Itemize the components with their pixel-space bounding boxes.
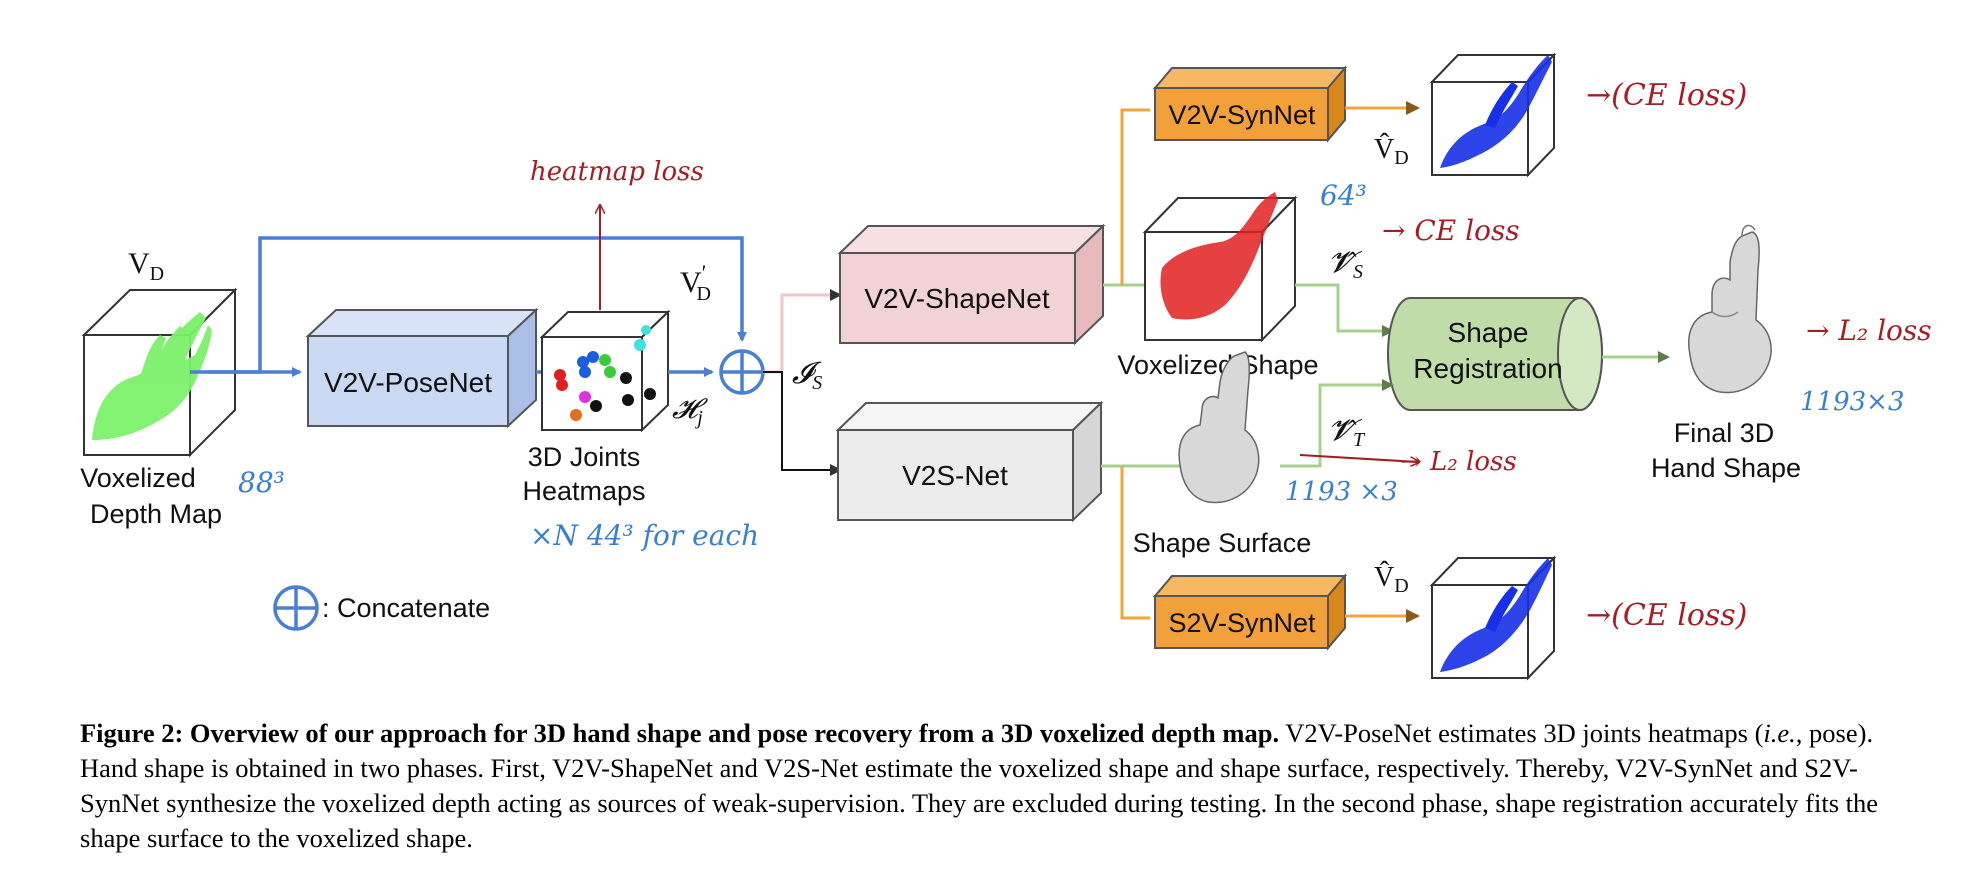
pipeline-diagram: VD Voxelized Depth Map 88³ V2V-PoseNet 𝓗… <box>80 52 1932 681</box>
size-1193-final-annotation: 1193×3 <box>1800 387 1905 417</box>
svg-text:3D Joints: 3D Joints <box>528 442 641 472</box>
concatenate-symbol <box>719 349 765 395</box>
ce-loss-top-annotation: →(CE loss) <box>1586 78 1747 113</box>
posenet-block <box>305 307 539 429</box>
svg-text:V̂D: V̂D <box>1374 562 1409 597</box>
s2v-synnet-block <box>1152 573 1348 651</box>
caption-text: Figure 2: Overview of our approach for 3… <box>80 718 1879 853</box>
shape-registration-cylinder <box>1387 297 1603 411</box>
shapenet-label: V2V-ShapeNet <box>864 283 1049 314</box>
svg-text:Heatmaps: Heatmaps <box>522 476 645 506</box>
shapenet-block <box>837 223 1106 346</box>
v2v-synnet-label: V2V-SynNet <box>1168 100 1316 130</box>
caption-title: Figure 2: Overview of our approach for 3… <box>80 718 1280 748</box>
v2snet-label: V2S-Net <box>902 460 1008 491</box>
s2v-synnet-label: S2V-SynNet <box>1168 608 1316 638</box>
v2v-synnet-block <box>1152 65 1348 143</box>
svg-text:V′D: V′D <box>680 260 711 305</box>
figure-caption: Figure 2: Overview of our approach for 3… <box>80 716 1880 856</box>
l2-loss-vt-annotation: → L₂ loss <box>1400 447 1517 477</box>
shape-surface-label: Shape Surface <box>1133 528 1312 558</box>
heatmap-loss-annotation: heatmap loss <box>530 157 704 187</box>
l2-loss-final-annotation: → L₂ loss <box>1806 314 1932 347</box>
svg-text:Hand Shape: Hand Shape <box>1651 453 1801 483</box>
size-1193-surface-annotation: 1193 ×3 <box>1285 477 1398 507</box>
svg-text:𝓥̂T: 𝓥̂T <box>1328 414 1366 451</box>
shape-surface-hand <box>1178 351 1260 504</box>
posenet-label: V2V-PoseNet <box>324 367 492 398</box>
svg-text:𝓥̂S: 𝓥̂S <box>1328 246 1363 283</box>
svg-text:VD: VD <box>128 247 164 285</box>
v2snet-block <box>835 400 1104 523</box>
joints-size-annotation: ×N 44³ for each <box>530 519 759 552</box>
heatmaps-cube <box>539 309 671 433</box>
voxelized-shape-label: Voxelized Shape <box>1117 350 1318 380</box>
green-hand-pointcloud <box>92 312 212 440</box>
svg-text:V̂D: V̂D <box>1374 134 1409 169</box>
size-88-annotation: 88³ <box>238 466 285 499</box>
voxelized-depth-map-label: Voxelized <box>80 463 196 493</box>
size-64-annotation: 64³ <box>1320 179 1367 212</box>
final-hand-shape <box>1688 224 1772 394</box>
svg-text:Registration: Registration <box>1413 353 1562 384</box>
concatenate-legend <box>273 585 319 631</box>
final-hand-label: Final 3D <box>1674 418 1775 448</box>
svg-text:𝓗j: 𝓗j <box>672 394 708 429</box>
voxelized-shape-cube <box>1142 192 1298 343</box>
synth-depth-cube-top <box>1429 52 1557 178</box>
svg-text:Depth Map: Depth Map <box>90 499 222 529</box>
ce-loss-vs-annotation: → CE loss <box>1382 214 1520 247</box>
concatenate-legend-label: : Concatenate <box>322 593 490 623</box>
svg-text:𝓘S: 𝓘S <box>792 357 822 394</box>
synth-depth-cube-bottom <box>1429 555 1557 681</box>
ce-loss-bottom-annotation: →(CE loss) <box>1586 598 1747 633</box>
shape-registration-label: Shape <box>1448 317 1529 348</box>
